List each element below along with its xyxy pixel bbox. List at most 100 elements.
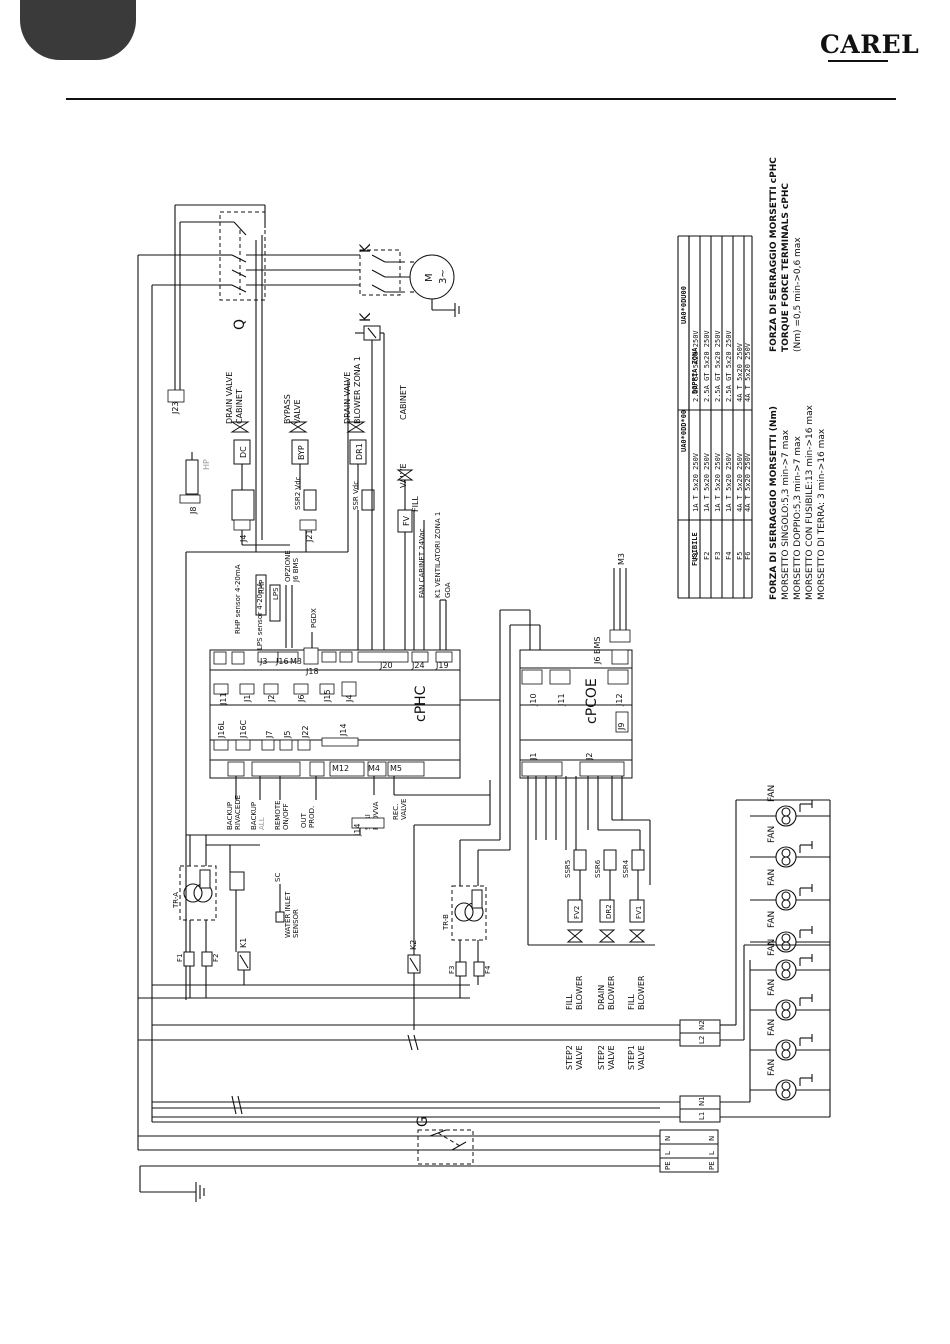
terminal-pe: PE — [664, 1161, 672, 1170]
breaker-q-label: Q — [232, 319, 248, 330]
legend-step2: STEP2 — [565, 1045, 574, 1070]
k1-fans-label: K1 VENTILATORI ZONA 1 — [434, 512, 442, 598]
cpcoe-j1-label: J1 — [529, 753, 538, 761]
hp-label: HP — [202, 459, 211, 470]
switch-g-label: G — [415, 1116, 431, 1127]
legend-step2b-valve: VALVE — [607, 1045, 616, 1070]
terminal-n2: N2 — [698, 1020, 706, 1030]
j22-label: J22 — [301, 725, 310, 739]
legend-drain: DRAIN — [597, 985, 606, 1010]
goa-label: GOA — [444, 582, 452, 598]
cphc-j14-label: J14 — [339, 723, 348, 737]
rec-label: REC. — [392, 804, 400, 820]
torque-earth: MORSETTO DI TERRA: 3 min->16 max — [817, 428, 827, 600]
terminal-strip-n1-l1: L1 N1 — [679, 1095, 830, 1123]
fuse-table-cell-single: 1A T 5x20 250V — [725, 452, 733, 512]
backup-label: BACKUP — [226, 802, 234, 830]
fan-1: FAN — [750, 785, 830, 827]
torque-cphc-value: (Nm) =0,5 min->0,6 max — [793, 237, 803, 352]
j21-label: J21 — [305, 529, 314, 543]
contactor-k-label-bottom: K — [358, 312, 374, 322]
ssr-vdc-label: SSR Vdc — [352, 481, 360, 510]
fan-3: FAN — [750, 869, 830, 911]
fuse-table-cell-double: 2.5A GT 5x20 250V — [725, 330, 733, 402]
main-switch-g: G — [415, 1116, 474, 1165]
opzione-label: OPZIONE — [284, 550, 292, 582]
j24-label: J24 — [411, 661, 425, 670]
fan-cabinet-label: FAN CABINET 24Vac — [418, 528, 426, 598]
f1-label: F1 — [176, 954, 184, 962]
valve-bypass: BYP BYPASS VALVE SSR2 Vdc J21 — [283, 394, 317, 543]
water-inlet-sensor-label: SENSOR — [292, 909, 300, 938]
cphc-j6-label: J6 — [297, 695, 306, 703]
bypass-label: BYPASS — [283, 394, 292, 424]
torque-double: MORSETTO DOPPIO:5,3 min->7 max — [793, 435, 803, 600]
brand-logo: CAREL — [820, 30, 920, 59]
fan-2: FAN — [750, 826, 830, 868]
cphc-label: cPHC — [413, 685, 429, 722]
j6-bms-label: J6 BMS — [593, 637, 602, 665]
fan-6: FAN — [750, 979, 830, 1021]
fuse-table-header-2: UA0*0DU00 — [680, 286, 688, 324]
fuse-table-cell-double: 2.5A GT 5x20 250V — [714, 330, 722, 402]
cphc-j1-label: J1 — [243, 695, 252, 703]
terminal-strip-n2-l2: L2 N2 — [679, 799, 830, 1047]
connector-m3: M3 — [609, 553, 631, 643]
fuse-table-cell-double: 2.5A GT 5x20 250V — [692, 330, 700, 402]
blower-zona-label: BLOWER ZONA 1 — [353, 356, 362, 424]
fan-label-7: FAN — [767, 1019, 777, 1036]
fuse-table-cell-fuse: F3 — [714, 552, 722, 560]
cpcoe-j9-label: J9 — [617, 723, 626, 731]
fill-label: FILL — [411, 496, 420, 512]
cpcoe-outputs: SSR5 SSR6 SSR4 FV2 DR2 FV1 — [527, 776, 655, 946]
fuse-table-cell-fuse: F5 — [736, 552, 744, 560]
cphc-j2-label: J2 — [267, 695, 276, 703]
brand-logo-underline — [828, 60, 888, 62]
j20-label: J20 — [379, 661, 393, 670]
supply-bus — [137, 254, 680, 1202]
provva-label: PROVVA — [372, 801, 380, 830]
top-wiring — [185, 235, 447, 1000]
relay-k1: K1 — [229, 845, 251, 985]
motor: M 3~ — [409, 254, 460, 317]
fill-cabinet-label: CABINET — [399, 385, 408, 420]
torque-single: MORSETTO SINGOLO:5,3 min->7 max — [781, 429, 791, 600]
fan-8: FAN — [750, 1059, 830, 1101]
f2-label: F2 — [212, 954, 220, 962]
lps-box-label: LPS — [272, 587, 280, 600]
fuse-table-cell-double: 2.5A GT 5x20 250V — [703, 330, 711, 402]
drain-valve-label: DRAIN VALVE — [225, 372, 234, 424]
fan-4: FAN — [750, 911, 830, 953]
motor-label-3ph: 3~ — [438, 269, 449, 284]
j18-label: J18 — [305, 667, 319, 676]
ssr5-label: SSR5 — [564, 860, 572, 878]
fuse-table-header-1: UA0*0DD*00 — [680, 410, 688, 452]
transformer-tr-b: TR-B F3 F4 — [442, 840, 492, 998]
cphc-j15-label: J15 — [323, 689, 332, 703]
controller-cpcoe: cPCOE J10 J11 J12 J6 BMS J9 J1 J2 — [519, 637, 633, 779]
terminal-strip-pe-l-n: PE L N PE L N — [659, 1129, 719, 1173]
fuse-table-cell-single: 4A T 5x20 250V — [736, 452, 744, 512]
terminal-l-out: L — [708, 1151, 716, 1155]
cphc-j4-label: J4 — [345, 695, 354, 703]
torque-cphc-en: TORQUE FORCE TERMINALS cPHC — [781, 183, 791, 352]
breaker-q: Q — [174, 204, 360, 390]
fuse-table-col-fuse: FUSIBILE — [691, 532, 699, 566]
fan-5: FAN — [750, 939, 830, 981]
backup-rivacede-label: RIVACEDE — [234, 795, 242, 830]
fan-label-2: FAN — [767, 826, 777, 843]
cpcoe-j12-label: J12 — [615, 693, 624, 707]
header-rule — [66, 98, 896, 100]
terminal-n: N — [664, 1136, 672, 1141]
cpcoe-j10-label: J10 — [529, 693, 538, 707]
cabinet-label: CABINET — [235, 389, 244, 424]
remote-onoff-label: ON/OFF — [282, 803, 290, 830]
valve-label: VALVE — [400, 799, 408, 820]
sensor-labels: RHP RHP sensor 4-20mA LPS LPS sensor 4-2… — [234, 512, 452, 650]
connector-j23: J23 — [167, 389, 185, 415]
terminal-n-out: N — [708, 1136, 716, 1141]
transformer-tr-a: TR-A F1 F2 — [172, 834, 360, 998]
